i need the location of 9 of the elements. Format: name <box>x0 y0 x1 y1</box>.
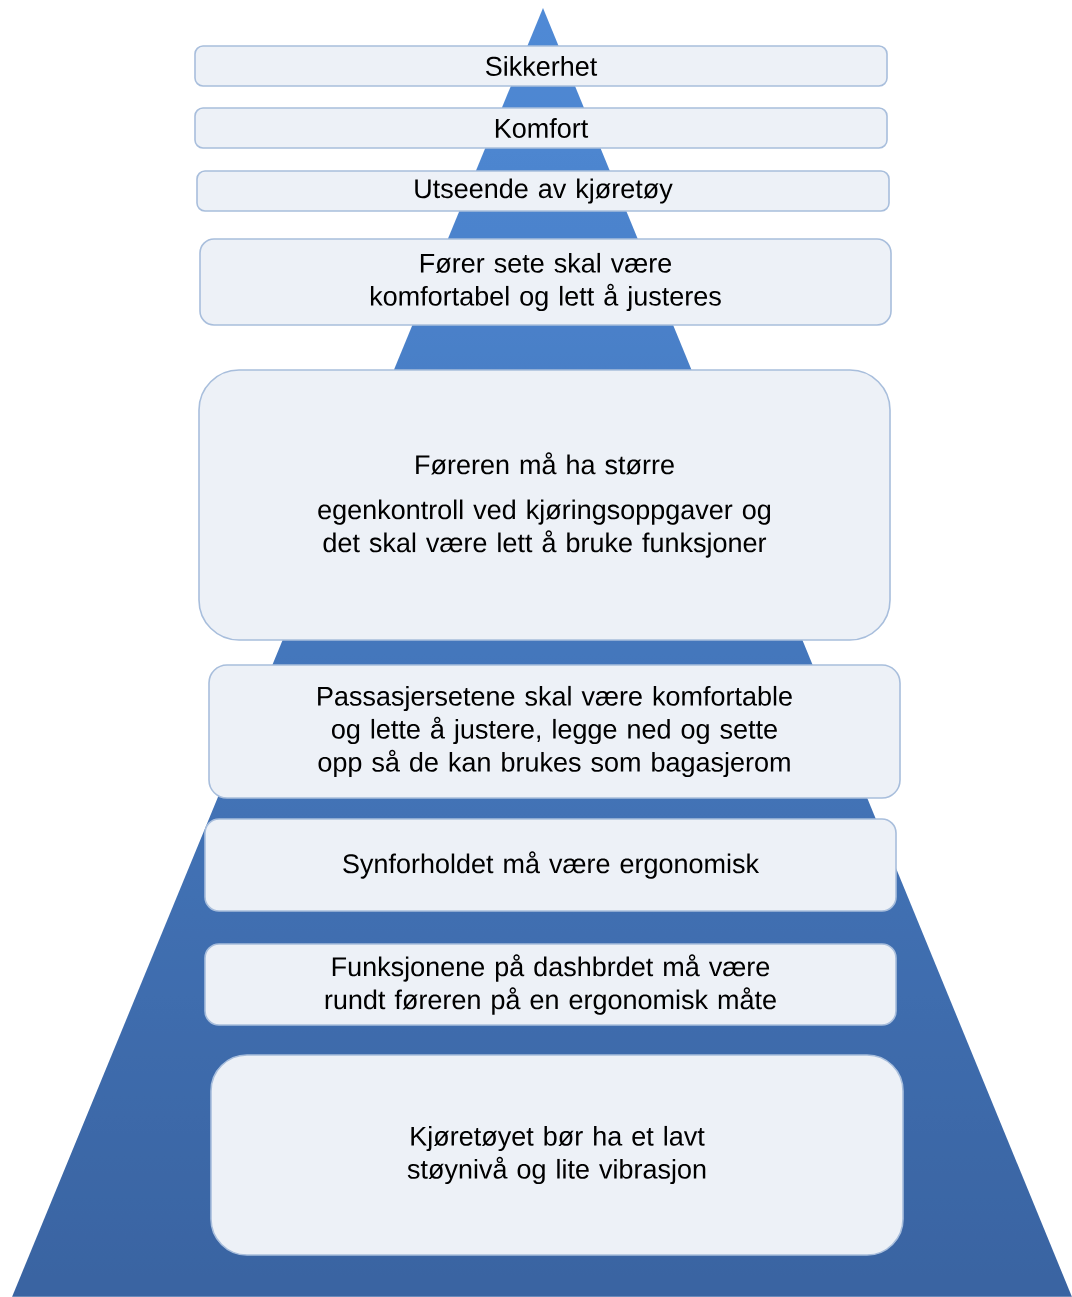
text-box: Føreren må ha større egenkontroll ved kjøringsoppgaver og det skal være lett å bruke funksjoner <box>198 369 891 641</box>
text-box: Kjøretøyet bør ha et lavt støynivå og lite vibrasjon <box>210 1054 904 1256</box>
text-box: Fører sete skal være komfortabel og lett å justeres <box>199 238 892 326</box>
text-box: Komfort <box>194 107 888 149</box>
text-box: Utseende av kjøretøy <box>196 170 890 212</box>
text-box: Funksjonene på dashbrdet må være rundt føreren på en ergonomisk måte <box>204 943 897 1026</box>
text-box: Passasjersetene skal være komfortable og lette å justere, legge ned og sette opp så de kan brukes som bagasjerom <box>208 664 901 799</box>
text-box: Sikkerhet <box>194 45 888 87</box>
text-box: Synforholdet må være ergonomisk <box>204 818 897 912</box>
